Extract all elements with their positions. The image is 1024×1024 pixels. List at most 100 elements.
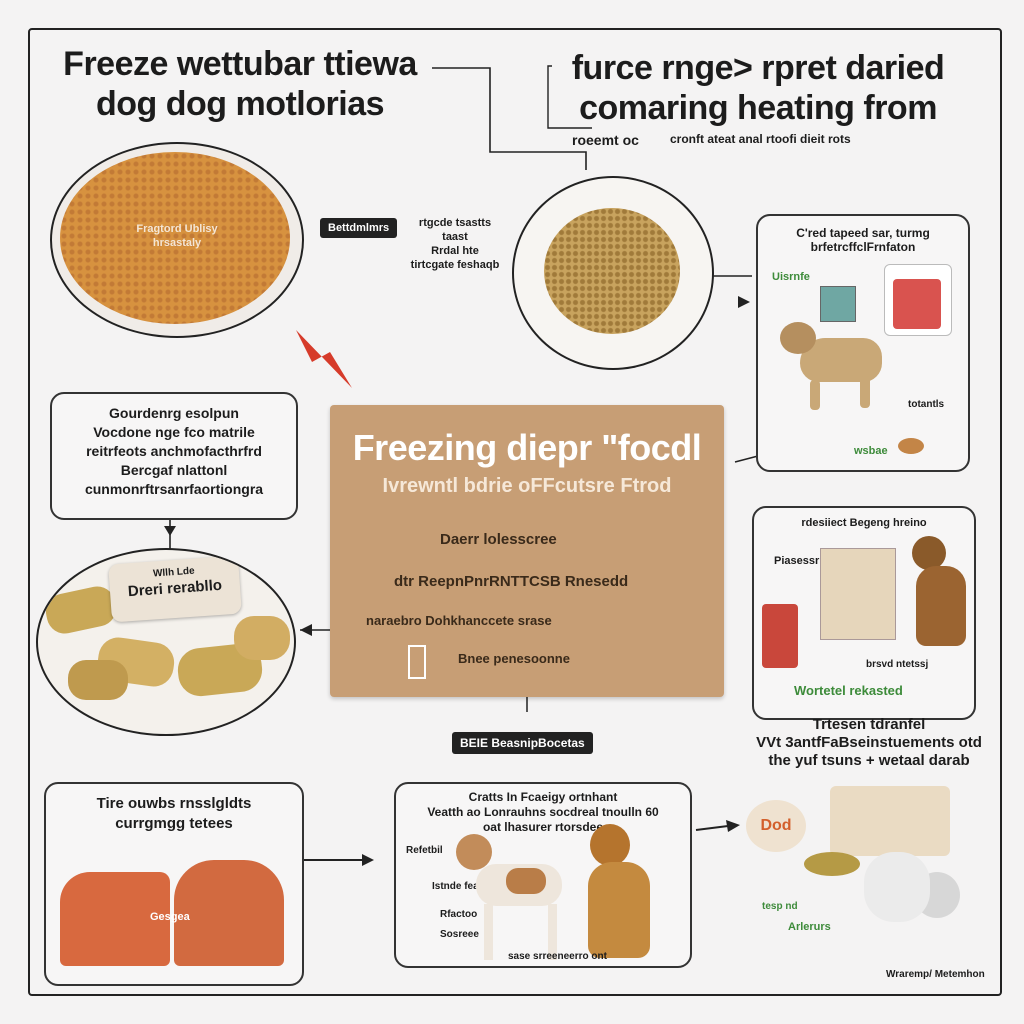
left-note-line5: cunmonrftrsanrfaortiongra: [84, 481, 264, 497]
bag-image: [830, 786, 950, 856]
right-mid-green-label: Wortetel rekasted: [794, 683, 903, 698]
food-bag-image: [820, 548, 896, 640]
right-top-title: C'red tapeed sar, turmg brfetrcffclFrnfa…: [758, 226, 968, 254]
chunk-piece: [234, 616, 290, 660]
diagram-frame: [28, 28, 1002, 996]
connector-header: [432, 67, 587, 170]
kibble-pile-image: [60, 152, 290, 324]
dried-food-circle: [512, 176, 714, 370]
right-mid-label: Piasessr: [774, 555, 820, 567]
arrow-head-down: [164, 526, 176, 536]
right-header-line1: furce rnge> rpret daried: [571, 49, 945, 87]
arrow-head-bottom-right: [726, 820, 740, 832]
center-small-icon: [408, 645, 426, 679]
top-note-line1: rtgcde tsastts: [418, 217, 492, 229]
right-text-line1: Trtesen tdranfel: [812, 716, 926, 733]
kibble-center-label: Fragtord Ublisy hrsastaly: [122, 222, 232, 250]
left-note-line3: reitrfeots anchmofacthrfrd: [86, 443, 262, 459]
bottom-left-line2: currgmgg tetees: [115, 815, 233, 832]
bottom-left-line1: Tire ouwbs rnsslgldts: [96, 795, 252, 812]
arrow-head-right: [738, 296, 750, 308]
bottom-left-label: Gesgea: [150, 911, 190, 923]
food-can-image: [762, 604, 798, 668]
kibble-piece-icon: [898, 438, 924, 454]
right-header-line2: comaring heating from: [579, 89, 937, 127]
center-line1: Daerr lolesscree: [440, 531, 557, 548]
running-dog-image: [780, 322, 900, 412]
food-block-right: [174, 860, 284, 966]
top-notes: rtgcde tsastts taast Rrdal hte tirtcgate…: [400, 216, 510, 272]
bottom-center-label4: Sosreee: [440, 929, 479, 940]
bottom-center-box: Cratts In Fcaeigy ortnhant Veatth ao Lon…: [394, 782, 692, 968]
right-top-card: C'red tapeed sar, turmg brfetrcffclFrnfa…: [756, 214, 970, 472]
top-note-line3: Rrdal hte: [431, 245, 479, 257]
center-subtitle: Ivrewntl bdrie oFFcutsre Ftrod: [382, 475, 672, 497]
sitting-retriever-image: [576, 824, 662, 960]
right-top-green-label: Uisrnfe: [772, 271, 810, 283]
center-line3: naraebro Dohkhanccete srase: [366, 613, 552, 628]
left-note-box: Gourdenrg esolpun Vocdone nge fco matril…: [50, 392, 298, 520]
bottom-left-box: Tire ouwbs rnsslgldts currgmgg tetees Ge…: [44, 782, 304, 986]
bottom-left-text: Tire ouwbs rnsslgldts currgmgg tetees: [46, 794, 302, 834]
right-top-bottom-label: wsbae: [854, 445, 888, 457]
small-box-image: [820, 286, 856, 322]
right-mid-title: rdesiiect Begeng hreino: [801, 517, 927, 529]
center-line4: Bnee penesoonne: [458, 651, 570, 666]
bottom-right-green-label: Arlerurs: [788, 921, 831, 933]
right-top-small-note: totantls: [908, 399, 945, 410]
chunk-piece: [68, 660, 128, 700]
red-arrow: [296, 330, 352, 388]
container-image: [884, 264, 952, 336]
bottom-right-note: tesp nd: [762, 901, 798, 912]
right-text-line2: VVt 3antfFaBseinstuements otd: [756, 734, 982, 751]
chunk-tag: Wllh Lde Dreri rerabllo: [108, 555, 242, 623]
top-note-line4: tirtcgate feshaqb: [410, 259, 500, 271]
right-text-block: Trtesen tdranfel VVt 3antfFaBseinstuemen…: [754, 716, 984, 770]
bottom-center-title: Cratts In Fcaeigy ortnhant Veatth ao Lon…: [396, 790, 690, 835]
connector-center-right: [734, 455, 759, 463]
bottom-center-label2: Istnde fea: [432, 881, 479, 892]
bottom-center-title-line3: oat lhasurer rtorsdee: [482, 820, 604, 834]
kibble-circle: Fragtord Ublisy hrsastaly: [50, 142, 304, 338]
right-header-sub-right: cronft ateat anal rtoofi dieit rots: [670, 132, 851, 146]
bottom-center-caption: sase srreeneerro ont: [508, 951, 607, 962]
kibble-label-line2: hrsastaly: [152, 237, 202, 249]
dark-tag-top: Bettdmlmrs: [320, 218, 398, 238]
connector-bottom-right: [695, 825, 729, 831]
left-header-line2: dog dog motlorias: [95, 85, 385, 123]
dod-bubble: Dod: [746, 800, 806, 852]
footer-note: Wraremp/ Metemhon: [886, 969, 985, 980]
white-dog-image: [864, 842, 964, 946]
bottom-center-title-line2: Veatth ao Lonrauhns socdreal tnoulln 60: [427, 805, 659, 819]
right-top-title-line1: C'red tapeed sar, turmg: [796, 226, 930, 240]
right-mid-card: rdesiiect Begeng hreino Piasessr brsvd n…: [752, 506, 976, 720]
connector-header-right: [547, 65, 592, 129]
arrow-head-bottom-left: [362, 854, 374, 866]
left-note-line2: Vocdone nge fco matrile: [93, 424, 255, 440]
left-header-line1: Freeze wettubar ttiewa: [63, 45, 417, 83]
center-title: Freezing diepr "focdl: [352, 427, 702, 468]
left-note-text: Gourdenrg esolpun Vocdone nge fco matril…: [52, 404, 296, 499]
left-note-line4: Bercgaf nlattonl: [120, 462, 228, 478]
bottom-center-label1: Refetbil: [406, 845, 443, 856]
right-mid-note: brsvd ntetssj: [866, 659, 929, 670]
right-header-title: furce rnge> rpret daried comaring heatin…: [548, 48, 968, 128]
right-text-line3: the yuf tsuns + wetaal darab: [768, 752, 970, 769]
arrow-head-left: [300, 624, 312, 636]
left-note-line1: Gourdenrg esolpun: [109, 405, 239, 421]
center-line2: dtr ReepnPnrRNTTCSB Rnesedd: [394, 573, 629, 590]
chunk-circle: Wllh Lde Dreri rerabllo: [36, 548, 296, 736]
top-note-line2: taast: [442, 231, 468, 243]
right-header-sub-left: roeemt oc: [572, 132, 639, 148]
dark-tag-bottom: BEIE BeasnipBocetas: [452, 732, 593, 754]
center-panel: Freezing diepr "focdl Ivrewntl bdrie oFF…: [330, 405, 724, 697]
container-label-red: [893, 279, 941, 329]
standing-dog-image: [456, 834, 566, 964]
bottom-center-title-line1: Cratts In Fcaeigy ortnhant: [468, 790, 618, 804]
left-header-title: Freeze wettubar ttiewa dog dog motlorias: [40, 44, 440, 124]
dried-food-image: [544, 208, 680, 334]
right-top-title-line2: brfetrcffclFrnfaton: [810, 240, 916, 254]
food-block-left: [60, 872, 170, 966]
sitting-dog-image: [902, 536, 972, 646]
